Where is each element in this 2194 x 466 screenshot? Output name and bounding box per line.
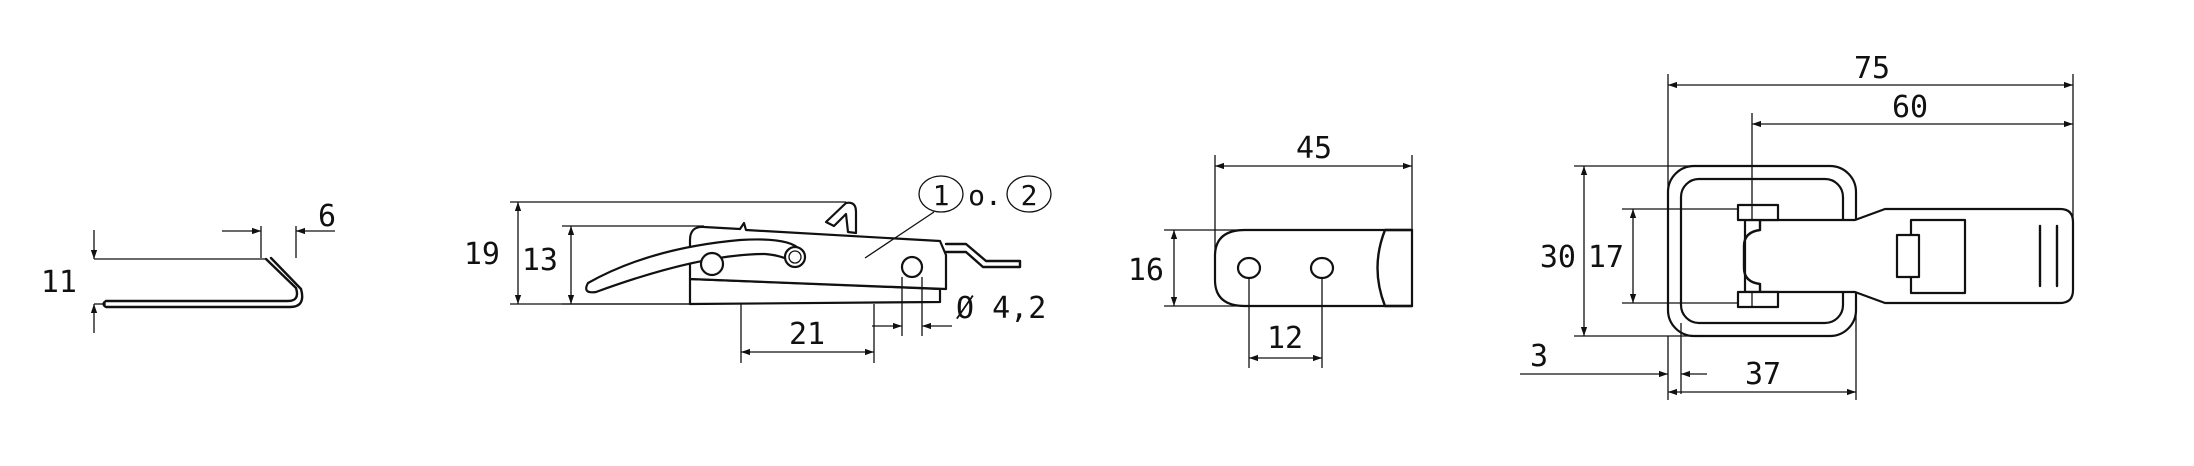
pivot-pin-top: [1736, 203, 1780, 222]
dim-spring-lip: 6: [222, 199, 336, 258]
callout-text-2: 2: [1021, 179, 1038, 212]
callout-leader: [864, 211, 935, 259]
dim-text-latch-height-body: 13: [522, 243, 558, 278]
dim-text-latch-hole-diameter: Ø 4,2: [956, 291, 1046, 326]
spring-clip-view: 11 6: [41, 199, 336, 333]
dim-latch-hole-spacing: 21: [740, 304, 875, 363]
catch-hole-right: [1309, 256, 1335, 280]
latch-pivot-right-inner: [788, 250, 802, 264]
dim-top-height-total: 30: [1540, 165, 1700, 337]
spring-clip-outline: [102, 256, 304, 309]
dim-text-spring-lip: 6: [318, 199, 336, 234]
catch-plate-view: 45 16 12: [1128, 131, 1414, 368]
latch-mounting-hole: [900, 255, 924, 279]
dim-top-offset: 3: [1520, 323, 1707, 394]
latch-top-bracket: [1742, 216, 1762, 298]
dim-text-top-frame-width: 37: [1745, 357, 1781, 392]
latch-pivot-right: [783, 245, 807, 269]
dim-text-latch-height-total: 19: [464, 237, 500, 272]
dim-catch-hole-spacing: 12: [1248, 278, 1323, 368]
dim-latch-height-body: 13: [522, 225, 704, 305]
pivot-pin-bottom: [1736, 290, 1780, 309]
callout-text-1: 1: [933, 179, 950, 212]
dim-text-top-height-total: 30: [1540, 240, 1576, 275]
dim-text-latch-hole-spacing: 21: [789, 317, 825, 352]
dim-spring-height: 11: [41, 230, 266, 333]
callout-option-1: 1: [918, 175, 964, 213]
dim-catch-height: 16: [1128, 229, 1245, 307]
dim-text-top-height-inner: 17: [1588, 240, 1624, 275]
dim-catch-length: 45: [1214, 131, 1413, 256]
dim-text-top-offset: 3: [1530, 339, 1548, 374]
dim-top-frame-width: 37: [1667, 300, 1857, 400]
latch-tail: [944, 242, 1022, 269]
dim-text-catch-length: 45: [1296, 131, 1332, 166]
dim-latch-height-total: 19: [464, 201, 846, 305]
catch-hole-left: [1236, 256, 1262, 280]
latch-pivot-left: [699, 251, 725, 277]
callout-option-2: 2: [1006, 175, 1052, 213]
dim-top-height-inner: 17: [1588, 208, 1738, 304]
catch-plate-lip: [1376, 228, 1414, 308]
latch-slider-tab: [1895, 233, 1921, 279]
callout-joiner: o.: [968, 179, 1002, 212]
dim-latch-hole-diameter: Ø 4,2: [872, 277, 1046, 336]
dim-text-spring-height: 11: [41, 265, 77, 300]
dim-text-catch-height: 16: [1128, 253, 1164, 288]
dim-text-catch-hole-spacing: 12: [1267, 321, 1303, 356]
dim-text-top-length-total: 75: [1854, 51, 1890, 86]
dim-top-length-inner: 60: [1751, 90, 2073, 205]
latch-hook: [824, 201, 858, 235]
dim-top-length-total: 75: [1667, 51, 2074, 222]
dim-text-top-length-inner: 60: [1892, 90, 1928, 125]
latch-top-view: 75 60 30 17 3: [1520, 51, 2075, 400]
latch-side-view: 1 o. 2 19 13 21: [464, 175, 1052, 363]
